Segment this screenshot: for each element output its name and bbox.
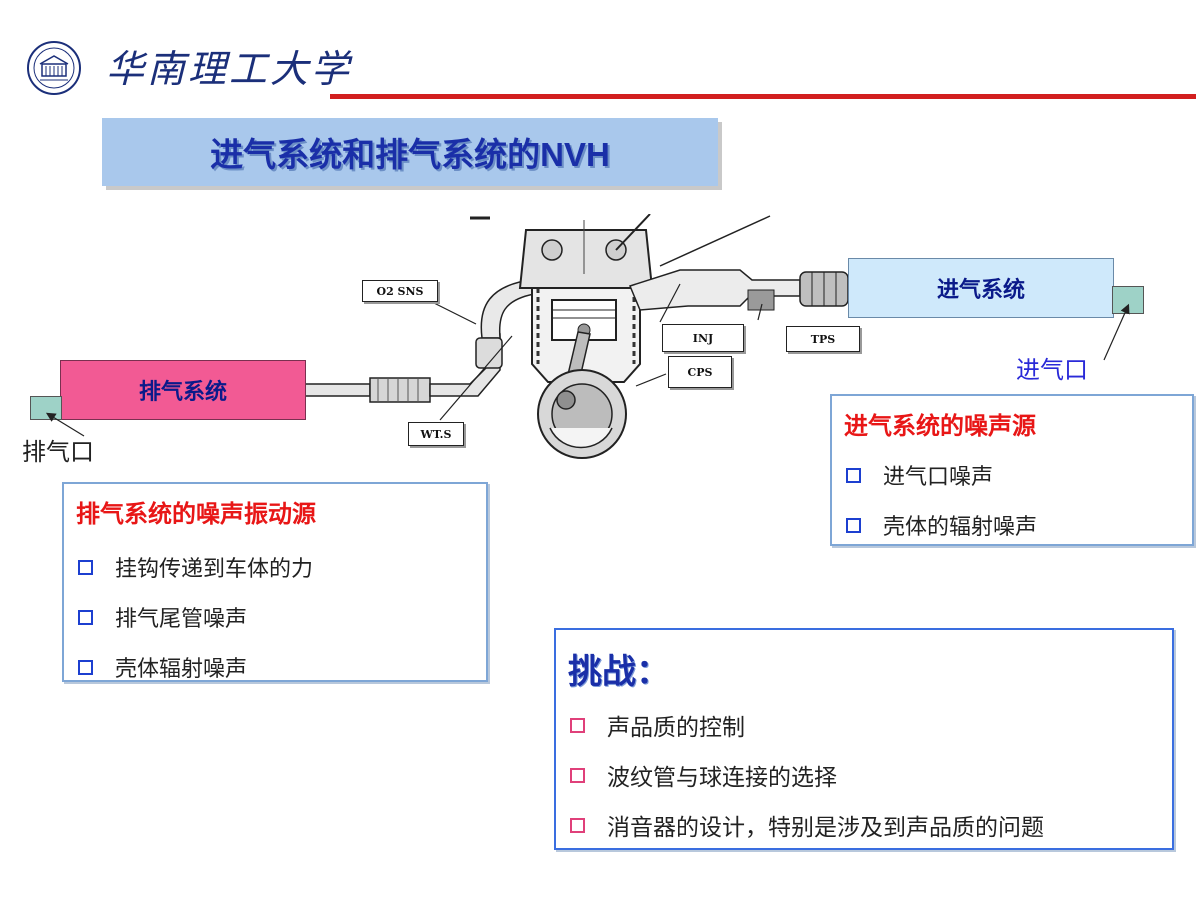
- challenges-list: 声品质的控制 波纹管与球连接的选择 消音器的设计，特别是涉及到声品质的问题: [570, 700, 1044, 850]
- checkbox-bullet-icon: [846, 467, 861, 483]
- list-item: 挂钩传递到车体的力: [78, 542, 313, 592]
- exhaust-outlet-label: 排气口: [22, 438, 94, 466]
- intake-system-label: 进气系统: [936, 278, 1025, 303]
- cps-callout: CPS: [668, 356, 732, 388]
- intake-noise-sources-box: 进气系统的噪声源 进气口噪声 壳体的辐射噪声: [830, 394, 1194, 546]
- checkbox-bullet-icon: [78, 609, 93, 625]
- challenges-heading: 挑战：: [568, 652, 670, 692]
- list-item: 壳体的辐射噪声: [846, 500, 1037, 550]
- list-item: 波纹管与球连接的选择: [570, 750, 1044, 800]
- challenges-box: 挑战： 声品质的控制 波纹管与球连接的选择 消音器的设计，特别是涉及到声品质的问…: [554, 628, 1174, 850]
- exhaust-system-block: 排气系统: [60, 360, 306, 420]
- list-item: 排气尾管噪声: [78, 592, 313, 642]
- intake-inlet-label: 进气口: [1016, 356, 1088, 384]
- list-item: 壳体辐射噪声: [78, 642, 313, 692]
- checkbox-bullet-icon: [846, 517, 861, 533]
- exhaust-noise-sources-box: 排气系统的噪声振动源 挂钩传递到车体的力 排气尾管噪声 壳体辐射噪声: [62, 482, 488, 682]
- checkbox-bullet-icon: [570, 817, 585, 833]
- tps-callout: TPS: [786, 326, 860, 352]
- intake-noise-list: 进气口噪声 壳体的辐射噪声: [846, 450, 1037, 550]
- slide-title: 进气系统和排气系统的NVH: [210, 136, 610, 173]
- inj-callout: INJ: [662, 324, 744, 352]
- exhaust-system-label: 排气系统: [138, 380, 227, 405]
- engine-diagram: [300, 213, 860, 468]
- intake-noise-heading: 进气系统的噪声源: [844, 412, 1036, 440]
- o2-sensor-callout: O2 SNS: [362, 280, 438, 302]
- title-banner: 进气系统和排气系统的NVH: [102, 118, 718, 186]
- list-item: 进气口噪声: [846, 450, 1037, 500]
- university-seal-logo: [26, 40, 102, 96]
- checkbox-bullet-icon: [570, 717, 585, 733]
- checkbox-bullet-icon: [78, 659, 93, 675]
- wts-callout: WT.S: [408, 422, 464, 446]
- header-divider: [330, 94, 1196, 99]
- exhaust-noise-list: 挂钩传递到车体的力 排气尾管噪声 壳体辐射噪声: [78, 542, 313, 692]
- checkbox-bullet-icon: [570, 767, 585, 783]
- intake-system-block: 进气系统: [848, 258, 1114, 318]
- university-name: 华南理工大学: [106, 47, 353, 91]
- exhaust-noise-heading: 排气系统的噪声振动源: [76, 500, 316, 528]
- checkbox-bullet-icon: [78, 559, 93, 575]
- list-item: 声品质的控制: [570, 700, 1044, 750]
- list-item: 消音器的设计，特别是涉及到声品质的问题: [570, 800, 1044, 850]
